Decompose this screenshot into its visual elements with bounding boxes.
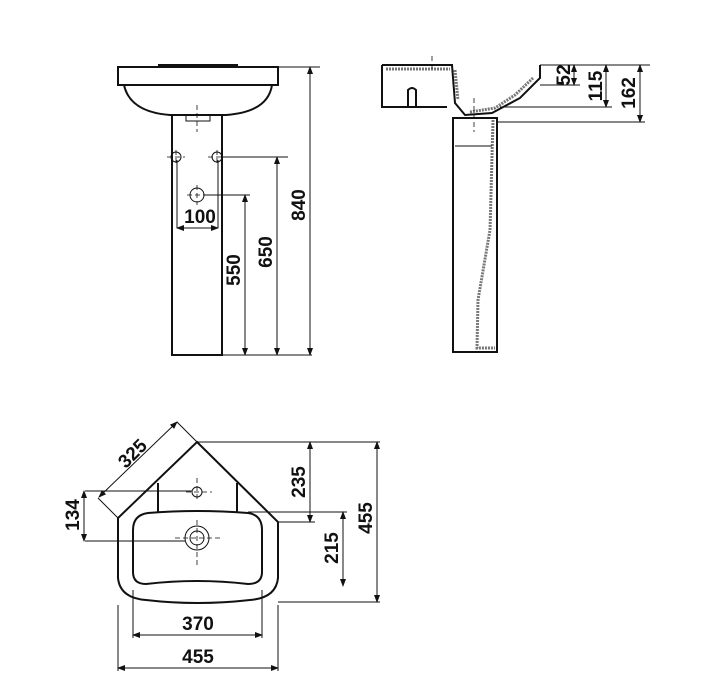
dim-162: 162	[619, 77, 640, 109]
dim-455-depth: 455	[356, 502, 377, 534]
dim-134: 134	[63, 499, 84, 531]
basin-front	[117, 66, 279, 116]
basin-outline-top	[117, 440, 279, 604]
drain-trap	[185, 114, 211, 122]
top-view: 235 455 215 134 325 370 455	[63, 421, 380, 671]
front-view: 100 550 650 840	[117, 64, 320, 356]
dim-455-width: 455	[182, 647, 214, 668]
dim-52: 52	[554, 64, 575, 85]
dim-100: 100	[184, 207, 216, 228]
dim-215: 215	[322, 532, 343, 564]
dim-115: 115	[586, 70, 607, 101]
dim-325: 325	[114, 435, 152, 473]
pedestal-front	[171, 114, 223, 356]
dim-370: 370	[182, 614, 214, 635]
dim-840: 840	[289, 189, 310, 221]
side-view: 52 115 162	[381, 56, 650, 353]
dim-550: 550	[224, 254, 245, 286]
dim-235: 235	[289, 466, 310, 498]
bowl-outline	[132, 510, 263, 586]
basin-section	[381, 64, 541, 117]
dim-650: 650	[256, 236, 277, 268]
